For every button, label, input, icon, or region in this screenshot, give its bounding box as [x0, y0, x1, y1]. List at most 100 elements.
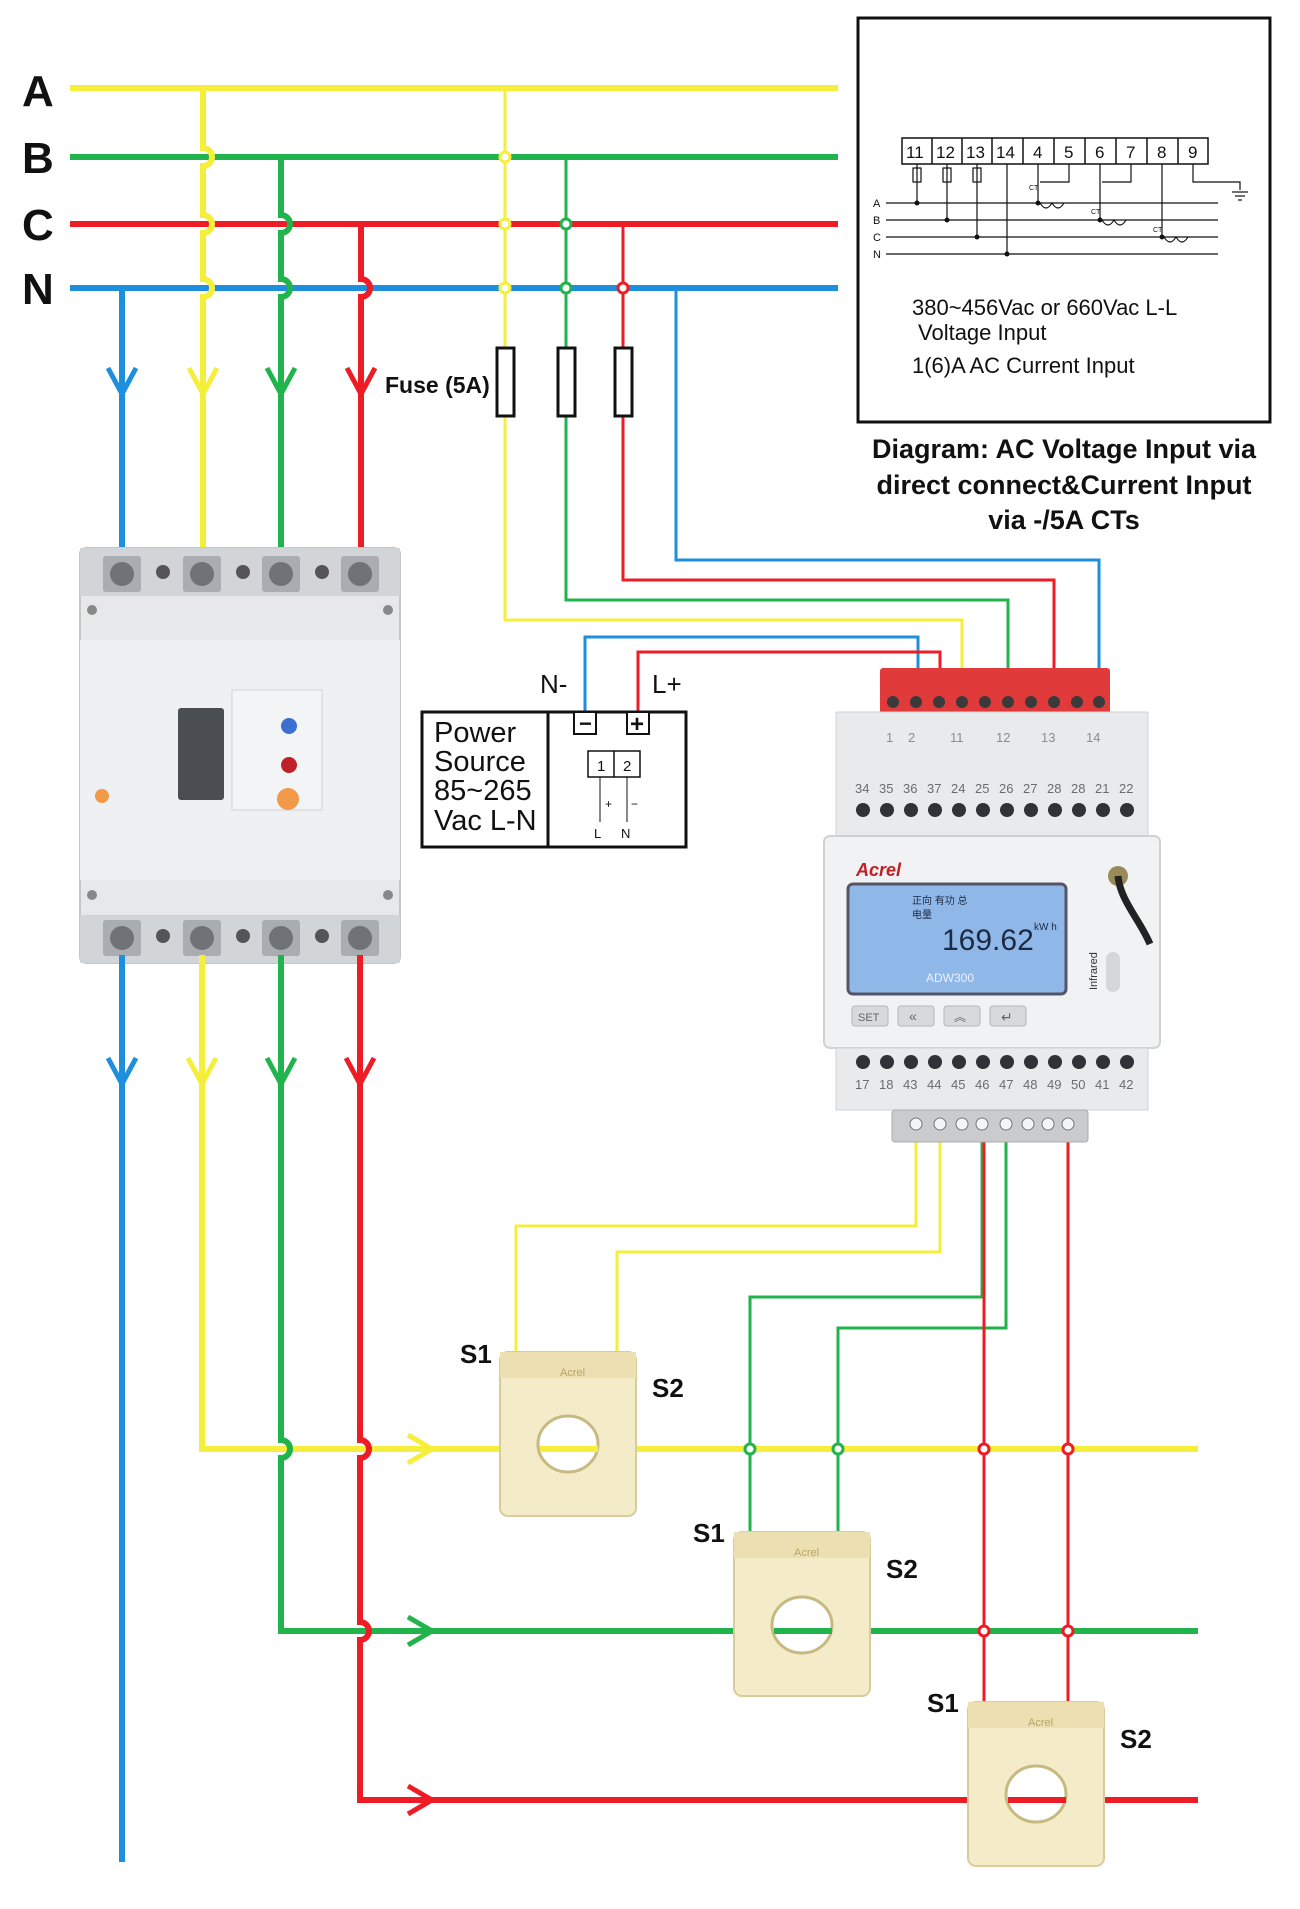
meter-model: ADW300 [926, 971, 974, 985]
arrow-b-right [406, 1614, 437, 1648]
power-title-2: Source [434, 746, 526, 778]
mtop-12: 12 [996, 730, 1010, 745]
mbot-1: 18 [879, 1077, 893, 1092]
mtop-1: 1 [886, 730, 893, 745]
arrow-load-c [343, 1056, 377, 1090]
mmid-4: 24 [951, 781, 965, 796]
arrow-feed-c [344, 366, 378, 400]
ct-c-brand: Acrel [1028, 1717, 1053, 1729]
fuse-b [556, 346, 577, 418]
pol-plus: + [605, 797, 612, 811]
mmid-10: 21 [1095, 781, 1109, 796]
arrow-feed-b [264, 366, 298, 400]
ct2-s1-wire [748, 1140, 984, 1535]
meter-lcd [846, 882, 1068, 996]
phase-labels: A B C N [22, 67, 54, 314]
mtop-14: 14 [1086, 730, 1100, 745]
breaker-bottom-terminals [103, 920, 379, 956]
meter-top-numbers: 1 2 11 12 13 14 [886, 730, 1100, 745]
feed-arrows [105, 366, 378, 400]
mmid-9: 28 [1071, 781, 1085, 796]
inset-line-1: 380~456Vac or 660Vac L-L [912, 295, 1177, 320]
inset-schematic: 11 12 13 14 4 5 6 7 8 9 A B C N [856, 16, 1272, 424]
arrow-load-b [264, 1056, 298, 1090]
aux-n-wire [583, 635, 920, 712]
mmid-2: 36 [903, 781, 917, 796]
meter-buttons: SET « ︽ ↵ [851, 1005, 1027, 1027]
mtop-13: 13 [1041, 730, 1055, 745]
power-title-4: Vac L-N [434, 805, 537, 837]
inset-row-a: A [873, 198, 881, 210]
mmid-1: 35 [879, 781, 893, 796]
power-term-2: 2 [623, 758, 631, 775]
ct-a-s2: S2 [652, 1373, 684, 1403]
btn-enter[interactable]: ↵ [1001, 1009, 1013, 1025]
minus-terminal: − [579, 711, 592, 736]
mmid-0: 34 [855, 781, 869, 796]
inset-ct-2: CT [1091, 209, 1101, 216]
power-title-1: Power [434, 717, 517, 749]
meter-bottom-numbers: 17 18 43 44 45 46 47 48 49 50 41 42 [855, 1077, 1133, 1092]
btn-up[interactable]: ︽ [954, 1010, 966, 1024]
breaker-handle [178, 708, 224, 800]
mbot-8: 49 [1047, 1077, 1061, 1092]
mmid-11: 22 [1119, 781, 1133, 796]
inset-row-c: C [873, 232, 881, 244]
inset-term-6: 6 [1095, 143, 1104, 162]
mbot-7: 48 [1023, 1077, 1037, 1092]
main-busbars [70, 85, 838, 291]
pol-minus: − [631, 797, 638, 811]
ct-b-s1: S1 [693, 1518, 725, 1548]
caption-line-2: direct connect&Current Input [876, 470, 1251, 500]
power-term-1: 1 [597, 758, 605, 775]
inset-term-8: 8 [1157, 143, 1166, 162]
arrow-load-n [105, 1056, 139, 1090]
meter-mid-numbers: 34 35 36 37 24 25 26 27 28 28 21 22 [855, 781, 1133, 796]
inset-term-4: 4 [1033, 143, 1042, 162]
btn-set[interactable]: SET [858, 1012, 880, 1024]
phase-label-n: N [22, 265, 54, 314]
arrow-a-right [406, 1432, 437, 1466]
ct2-s2-wire [836, 1140, 1008, 1535]
mbot-6: 47 [999, 1077, 1013, 1092]
mmid-8: 28 [1047, 781, 1061, 796]
inset-term-12: 12 [936, 143, 955, 162]
energy-meter: 1 2 11 12 13 14 34 35 36 37 24 25 26 27 … [823, 668, 1161, 1143]
ct-phase-b: Acrel S1 S2 [693, 1518, 918, 1697]
ct-b-brand: Acrel [794, 1547, 819, 1559]
plus-terminal: + [630, 711, 644, 738]
label-n: N [621, 826, 630, 841]
phase-label-a: A [22, 67, 54, 116]
ct1-s1-wire [514, 1140, 918, 1355]
mmid-3: 37 [927, 781, 941, 796]
inset-term-5: 5 [1064, 143, 1073, 162]
phase-label-b: B [22, 134, 54, 183]
btn-left[interactable]: « [909, 1008, 917, 1024]
load-lines [119, 955, 1198, 1862]
feed-b [278, 157, 293, 560]
ct-a-brand: Acrel [560, 1367, 585, 1379]
mbot-11: 42 [1119, 1077, 1133, 1092]
mbot-9: 50 [1071, 1077, 1085, 1092]
fuse-a [495, 346, 516, 418]
mbot-4: 45 [951, 1077, 965, 1092]
arrow-feed-n [105, 366, 139, 400]
caption-line-3: via -/5A CTs [988, 505, 1140, 535]
ct1-s2-wire [615, 1140, 942, 1358]
ct-c-s1: S1 [927, 1688, 959, 1718]
mbot-2: 43 [903, 1077, 917, 1092]
inset-term-11: 11 [906, 143, 924, 162]
tap-n [674, 288, 1101, 668]
inset-term-7: 7 [1126, 143, 1135, 162]
lcd-unit: kW h [1034, 922, 1057, 933]
inset-term-9: 9 [1188, 143, 1197, 162]
mtop-11: 11 [950, 730, 964, 745]
ct-phase-c: Acrel S1 S2 [927, 1688, 1152, 1867]
power-title-3: 85~265 [434, 775, 532, 807]
mbot-0: 17 [855, 1077, 869, 1092]
inset-ct-3: CT [1153, 227, 1163, 234]
power-source-box: Power Source 85~265 Vac L-N N- L+ − + 1 … [420, 669, 688, 849]
phase-label-c: C [22, 201, 54, 250]
lcd-top: 正向 有功 总 [912, 894, 968, 907]
